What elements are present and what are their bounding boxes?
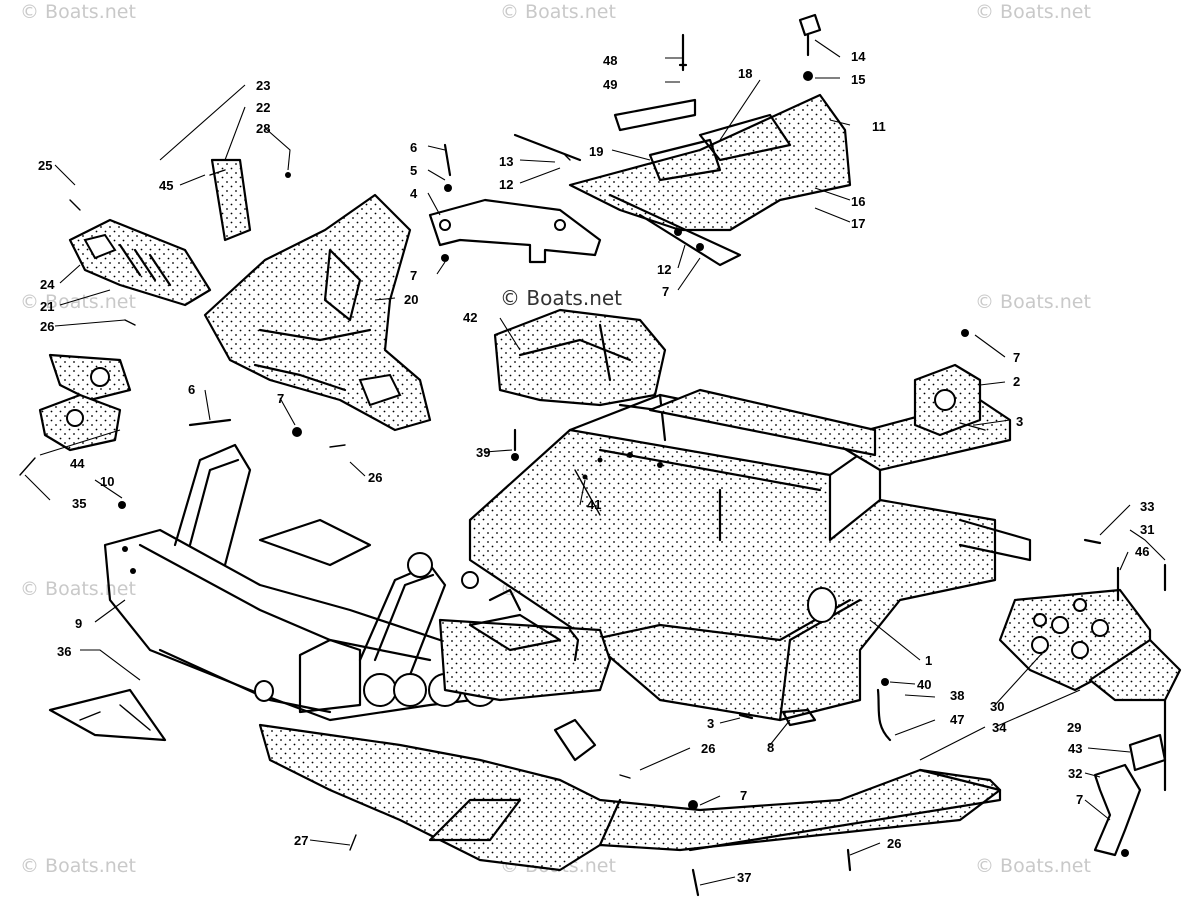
callout-label: 3 xyxy=(707,716,714,731)
bracket-part-4 xyxy=(428,198,602,264)
callout-label: 33 xyxy=(1140,499,1154,514)
watermark: © Boats.net xyxy=(20,855,136,877)
callout-label: 15 xyxy=(851,72,865,87)
strap-part-43 xyxy=(1128,733,1167,772)
callout-label: 13 xyxy=(499,154,513,169)
callout-label: 25 xyxy=(38,158,52,173)
watermark: © Boats.net xyxy=(975,1,1091,23)
plate-part-36 xyxy=(48,688,167,742)
watermark: © Boats.net xyxy=(500,1,616,23)
callout-label: 10 xyxy=(100,474,114,489)
callout-label: 4 xyxy=(410,186,418,201)
callout-label: 16 xyxy=(851,194,865,209)
callout-label: 8 xyxy=(767,740,774,755)
leader-lines xyxy=(24,39,1166,886)
callout-label: 26 xyxy=(887,836,901,851)
watermark: © Boats.net xyxy=(975,855,1091,877)
watermark: © Boats.net xyxy=(975,291,1091,313)
callout-label: 30 xyxy=(990,699,1004,714)
callout-label: 41 xyxy=(587,497,601,512)
center-watermark: © Boats.net xyxy=(500,286,622,310)
callout-label: 7 xyxy=(410,268,417,283)
boot-part-24 xyxy=(68,218,212,307)
watermark: © Boats.net xyxy=(20,578,136,600)
callout-label: 12 xyxy=(657,262,671,277)
callout-label: 19 xyxy=(589,144,603,159)
callout-label: 32 xyxy=(1068,766,1082,781)
callout-label: 7 xyxy=(1013,350,1020,365)
callout-label: 24 xyxy=(40,277,55,292)
callout-label: 48 xyxy=(603,53,617,68)
callout-label: 7 xyxy=(1076,792,1083,807)
callout-label: 5 xyxy=(410,163,417,178)
callout-label: 18 xyxy=(738,66,752,81)
callout-label: 31 xyxy=(1140,522,1154,537)
callout-label: 42 xyxy=(463,310,477,325)
callout-label: 26 xyxy=(701,741,715,756)
cover-part-42 xyxy=(493,308,667,407)
callout-label: 23 xyxy=(256,78,270,93)
callout-label: 14 xyxy=(851,49,866,64)
watermark: © Boats.net xyxy=(20,1,136,23)
callout-label: 6 xyxy=(188,382,195,397)
block-part-2 xyxy=(913,363,982,437)
callout-label: 36 xyxy=(57,644,71,659)
callout-label: 6 xyxy=(410,140,417,155)
handle-part-32 xyxy=(1093,763,1142,857)
callout-label: 21 xyxy=(40,299,54,314)
callout-label: 9 xyxy=(75,616,82,631)
callout-label: 44 xyxy=(70,456,85,471)
callout-label: 7 xyxy=(740,788,747,803)
callout-label: 27 xyxy=(294,833,308,848)
callout-label: 49 xyxy=(603,77,617,92)
watermark: © Boats.net xyxy=(20,291,136,313)
callout-label: 7 xyxy=(662,284,669,299)
callout-label: 39 xyxy=(476,445,490,460)
callout-label: 43 xyxy=(1068,741,1082,756)
callout-label: 22 xyxy=(256,100,270,115)
callout-label: 17 xyxy=(851,216,865,231)
plate-part-44 xyxy=(38,353,132,452)
fasteners xyxy=(19,13,1167,897)
callout-label: 37 xyxy=(737,870,751,885)
callout-label: 7 xyxy=(277,391,284,406)
callout-label: 45 xyxy=(159,178,173,193)
callout-label: 2 xyxy=(1013,374,1020,389)
callout-label: 1 xyxy=(925,653,932,668)
callout-label: 28 xyxy=(256,121,270,136)
callout-label: 26 xyxy=(40,319,54,334)
callout-label: 34 xyxy=(992,720,1007,735)
callout-label: 11 xyxy=(872,119,886,134)
callout-label: 29 xyxy=(1067,720,1081,735)
callout-label: 47 xyxy=(950,712,964,727)
callout-label: 12 xyxy=(499,177,513,192)
strip-part-22 xyxy=(210,158,252,242)
callout-label: 38 xyxy=(950,688,964,703)
callout-label: 20 xyxy=(404,292,418,307)
callout-label: 35 xyxy=(72,496,86,511)
console-part-20 xyxy=(203,193,432,432)
front-bumper-frame xyxy=(103,443,612,722)
callout-label: 40 xyxy=(917,677,931,692)
callout-label: 3 xyxy=(1016,414,1023,429)
plate-part-49 xyxy=(613,98,697,132)
callout-label: 26 xyxy=(368,470,382,485)
seat-base-part-11 xyxy=(568,93,852,267)
callout-labels: 48 49 18 14 15 11 16 17 6 5 4 7 13 12 19… xyxy=(38,49,1154,885)
belly-pan xyxy=(258,718,1002,872)
bracket-part-29 xyxy=(998,588,1182,702)
callout-label: 46 xyxy=(1135,544,1149,559)
